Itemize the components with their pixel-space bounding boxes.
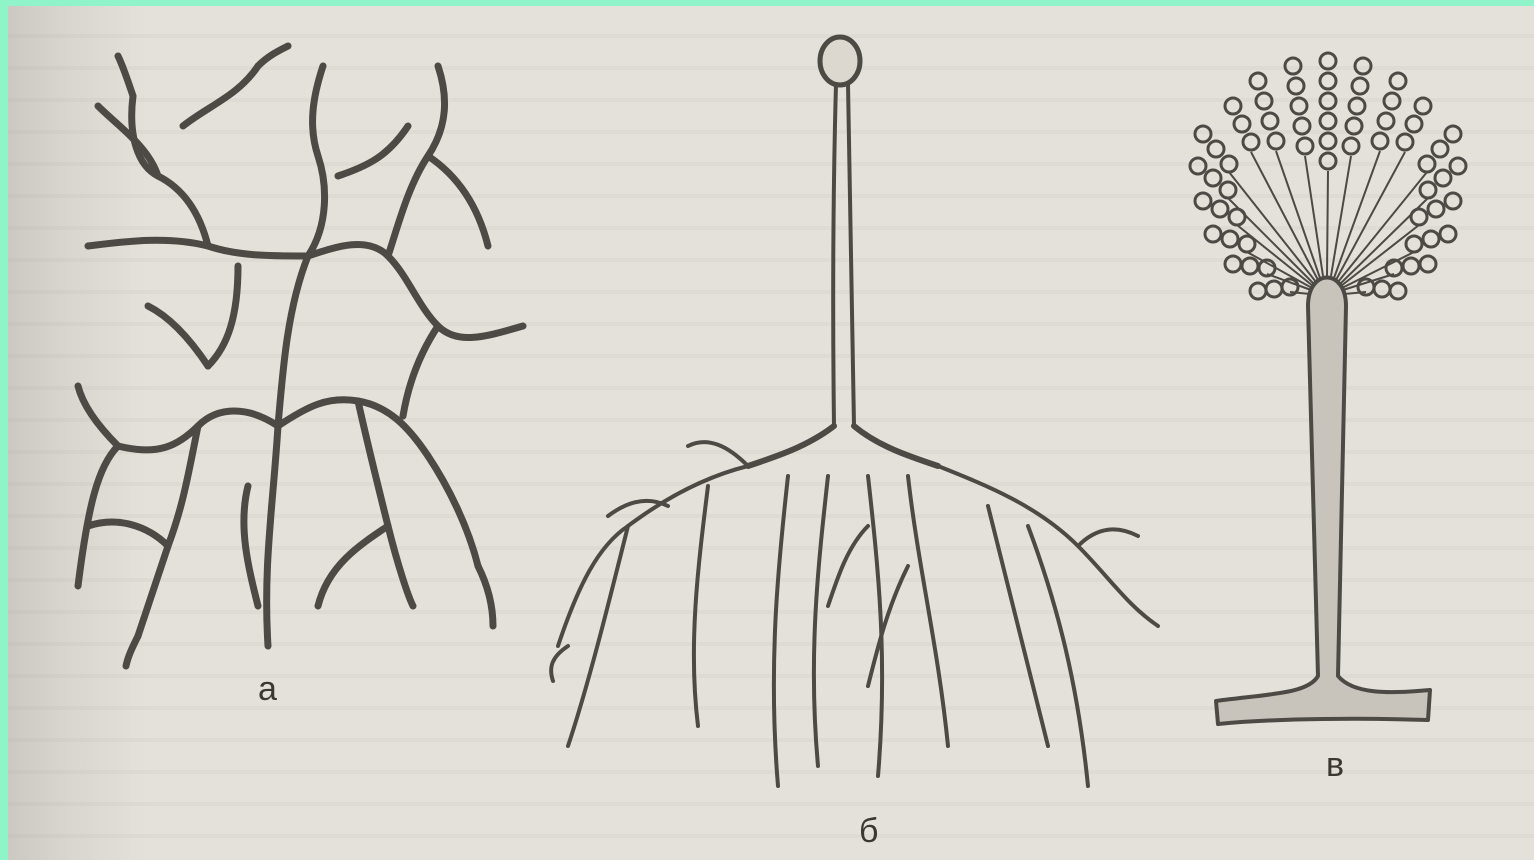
label-c: в bbox=[1326, 746, 1344, 785]
label-b: б bbox=[859, 812, 878, 851]
label-a: а bbox=[258, 670, 277, 709]
sporangium-drawing bbox=[551, 37, 1158, 786]
mycelium-drawing bbox=[78, 46, 523, 666]
figure-page: а б в bbox=[8, 6, 1534, 860]
conidiophore-drawing bbox=[1190, 53, 1466, 724]
drawing-canvas bbox=[8, 6, 1534, 860]
